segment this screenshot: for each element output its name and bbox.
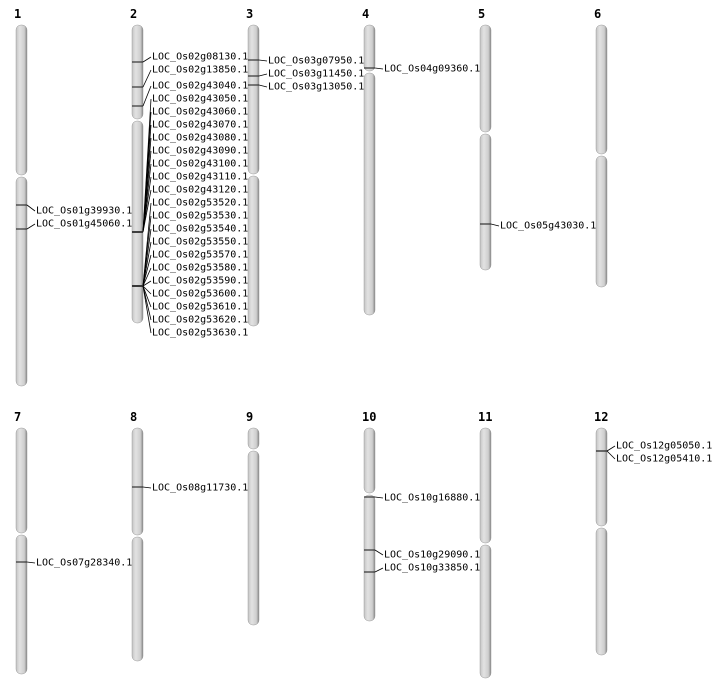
chromosome-arm-short <box>479 24 492 133</box>
gene-leader-line <box>606 445 616 452</box>
chromosome-label: 4 <box>362 7 369 21</box>
gene-label: LOC_Os02g53630.1 <box>152 328 248 339</box>
chromosome-label: 5 <box>478 7 485 21</box>
gene-label: LOC_Os05g43030.1 <box>500 221 596 232</box>
gene-label: LOC_Os02g53540.1 <box>152 224 248 235</box>
chromosome-label: 9 <box>246 410 253 424</box>
chromosome-label: 1 <box>14 7 21 21</box>
chromosome-label: 12 <box>594 410 608 424</box>
chromosome-arm-long <box>363 494 376 622</box>
chromosome-arm-long <box>131 120 144 324</box>
gene-leader-line <box>142 189 152 233</box>
chromosome-arm-long <box>479 133 492 271</box>
gene-label: LOC_Os01g45060.1 <box>36 219 132 230</box>
chromosome-arm-short <box>479 427 492 544</box>
chromosome-arm-long <box>479 544 492 679</box>
gene-label: LOC_Os02g53580.1 <box>152 263 248 274</box>
gene-label: LOC_Os02g53520.1 <box>152 198 248 209</box>
chromosome-label: 3 <box>246 7 253 21</box>
chromosome-arm-short <box>131 427 144 536</box>
chromosome-arm-long <box>15 176 28 387</box>
gene-leader-line <box>142 241 152 287</box>
chromosome-arm-long <box>247 450 260 626</box>
chromosome-arm-short <box>595 24 608 155</box>
gene-leader-line <box>142 85 152 107</box>
gene-label: LOC_Os02g53530.1 <box>152 211 248 222</box>
chromosome-label: 6 <box>594 7 601 21</box>
gene-leader-line <box>490 223 500 227</box>
gene-label: LOC_Os02g13850.1 <box>152 65 248 76</box>
chromosome-arm-short <box>363 24 376 72</box>
gene-leader-line <box>374 567 384 573</box>
chromosome-arm-short <box>247 24 260 175</box>
gene-label: LOC_Os02g53620.1 <box>152 315 248 326</box>
gene-label: LOC_Os02g43100.1 <box>152 159 248 170</box>
gene-label: LOC_Os02g53600.1 <box>152 289 248 300</box>
gene-leader-line <box>142 285 152 308</box>
gene-label: LOC_Os02g43110.1 <box>152 172 248 183</box>
gene-leader-line <box>142 486 152 489</box>
gene-label: LOC_Os08g11730.1 <box>152 483 248 494</box>
gene-label: LOC_Os02g53570.1 <box>152 250 248 261</box>
chromosome-arm-short <box>15 427 28 534</box>
chromosome-label: 8 <box>130 410 137 424</box>
gene-leader-line <box>142 285 152 295</box>
gene-leader-line <box>142 254 152 287</box>
gene-label: LOC_Os02g08130.1 <box>152 52 248 63</box>
chromosome-arm-long <box>15 534 28 675</box>
gene-leader-line <box>142 56 152 63</box>
chromosome-arm-long <box>595 527 608 656</box>
gene-label: LOC_Os02g43120.1 <box>152 185 248 196</box>
gene-label: LOC_Os02g43080.1 <box>152 133 248 144</box>
chromosome-arm-long <box>247 175 260 327</box>
gene-leader-line <box>142 69 152 88</box>
gene-label: LOC_Os10g16880.1 <box>384 493 480 504</box>
gene-leader-line <box>26 223 36 230</box>
gene-label: LOC_Os02g53550.1 <box>152 237 248 248</box>
chromosome-label: 10 <box>362 410 376 424</box>
gene-leader-line <box>142 285 152 334</box>
gene-label: LOC_Os02g43090.1 <box>152 146 248 157</box>
gene-label: LOC_Os02g43070.1 <box>152 120 248 131</box>
gene-leader-line <box>258 59 268 62</box>
gene-label: LOC_Os10g33850.1 <box>384 563 480 574</box>
gene-label: LOC_Os02g53590.1 <box>152 276 248 287</box>
gene-leader-line <box>374 549 384 556</box>
gene-leader-line <box>142 267 152 287</box>
chromosome-arm-long <box>363 72 376 316</box>
gene-label: LOC_Os03g11450.1 <box>268 69 364 80</box>
gene-leader-line <box>26 561 36 564</box>
gene-label: LOC_Os07g28340.1 <box>36 558 132 569</box>
gene-label: LOC_Os04g09360.1 <box>384 64 480 75</box>
chromosome-arm-short <box>15 24 28 176</box>
chromosome-arm-short <box>247 427 260 450</box>
chromosome-arm-short <box>363 427 376 494</box>
gene-label: LOC_Os01g39930.1 <box>36 206 132 217</box>
chromosome-label: 2 <box>130 7 137 21</box>
gene-label: LOC_Os02g43050.1 <box>152 94 248 105</box>
chromosome-label: 11 <box>478 410 492 424</box>
gene-label: LOC_Os02g43040.1 <box>152 81 248 92</box>
gene-label: LOC_Os03g13050.1 <box>268 82 364 93</box>
gene-leader-line <box>258 73 268 77</box>
gene-leader-line <box>606 450 616 460</box>
gene-label: LOC_Os12g05050.1 <box>616 441 712 452</box>
gene-leader-line <box>258 84 268 88</box>
gene-leader-line <box>374 496 384 499</box>
chromosome-arm-short <box>595 427 608 527</box>
gene-leader-line <box>142 176 152 233</box>
chromosome-arm-short <box>131 24 144 120</box>
gene-leader-line <box>142 280 152 287</box>
chromosome-label: 7 <box>14 410 21 424</box>
chromosome-arm-long <box>131 536 144 662</box>
gene-label: LOC_Os02g53610.1 <box>152 302 248 313</box>
gene-label: LOC_Os12g05410.1 <box>616 454 712 465</box>
gene-leader-line <box>374 67 384 70</box>
gene-label: LOC_Os02g43060.1 <box>152 107 248 118</box>
chromosome-arm-long <box>595 155 608 288</box>
gene-label: LOC_Os03g07950.1 <box>268 56 364 67</box>
gene-leader-line <box>26 204 36 212</box>
gene-label: LOC_Os10g29090.1 <box>384 550 480 561</box>
